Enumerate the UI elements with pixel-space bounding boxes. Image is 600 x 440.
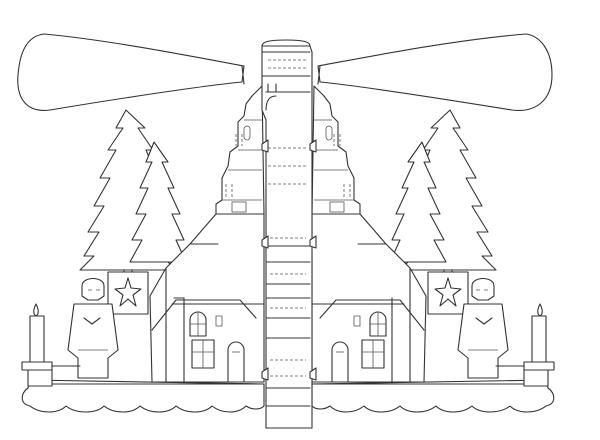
right-panel	[311, 85, 555, 413]
miner-figure-right	[457, 277, 509, 379]
star-icon-right	[434, 277, 462, 307]
door-right	[331, 341, 349, 383]
propeller-blade-left	[17, 33, 245, 111]
candle-right	[495, 303, 555, 387]
left-panel	[21, 85, 265, 413]
fir-tree-left-small	[129, 141, 187, 263]
scalloped-base-right	[311, 379, 555, 413]
propeller-blade-right	[317, 33, 553, 111]
window-round-right	[369, 311, 387, 337]
miner-figure-left	[67, 277, 119, 379]
window-tall-left	[191, 339, 215, 369]
propeller	[17, 33, 553, 111]
star-icon-left	[114, 277, 142, 307]
fir-tree-right-small	[389, 141, 447, 263]
candle-left	[21, 303, 81, 387]
window-tall-right	[361, 339, 385, 369]
scalloped-base-left	[21, 379, 265, 413]
window-round-left	[189, 311, 207, 337]
central-shaft	[261, 39, 317, 429]
door-left	[227, 341, 245, 383]
